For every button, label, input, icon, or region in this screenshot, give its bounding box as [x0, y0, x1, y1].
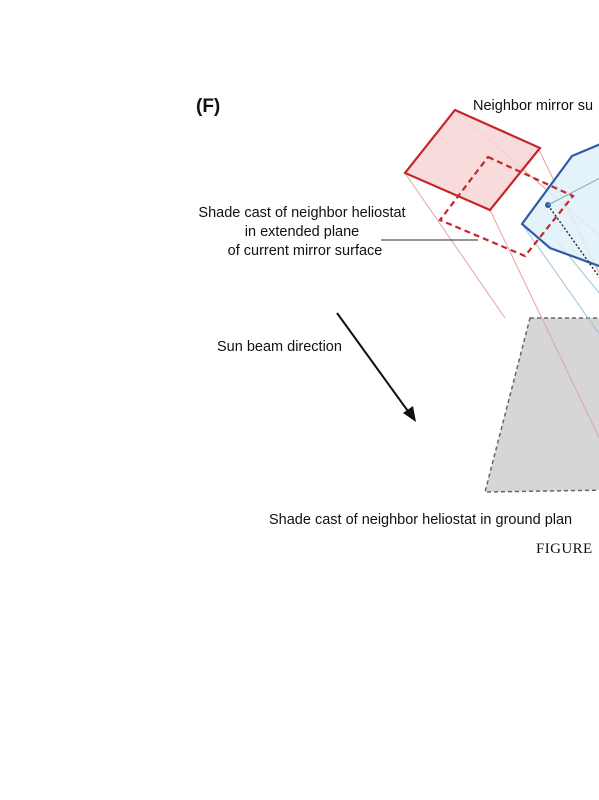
extended-plane-shade [438, 155, 575, 258]
neighbor-mirror-label: Neighbor mirror su [473, 98, 594, 114]
sun-beam-arrow-icon [336, 312, 416, 422]
ground-shade-label: Shade cast of neighbor heliostat in grou… [269, 512, 573, 528]
sun-beam-label: Sun beam direction [217, 339, 342, 355]
shade-extended-label-line3: of current mirror surface [227, 243, 383, 259]
panel-letter: (F) [196, 96, 221, 117]
shade-extended-label-line1: Shade cast of neighbor heliostat [198, 205, 406, 221]
ground-shade-polygon [484, 317, 599, 493]
neighbor-mirror-surface [403, 108, 542, 212]
current-mirror-surface [520, 143, 599, 268]
mirror-axis-line [547, 177, 599, 206]
figure-caption: FIGURE [536, 541, 593, 557]
mirror-normal-dotted [547, 204, 599, 278]
shade-extended-label-line2: in extended plane [244, 224, 360, 240]
